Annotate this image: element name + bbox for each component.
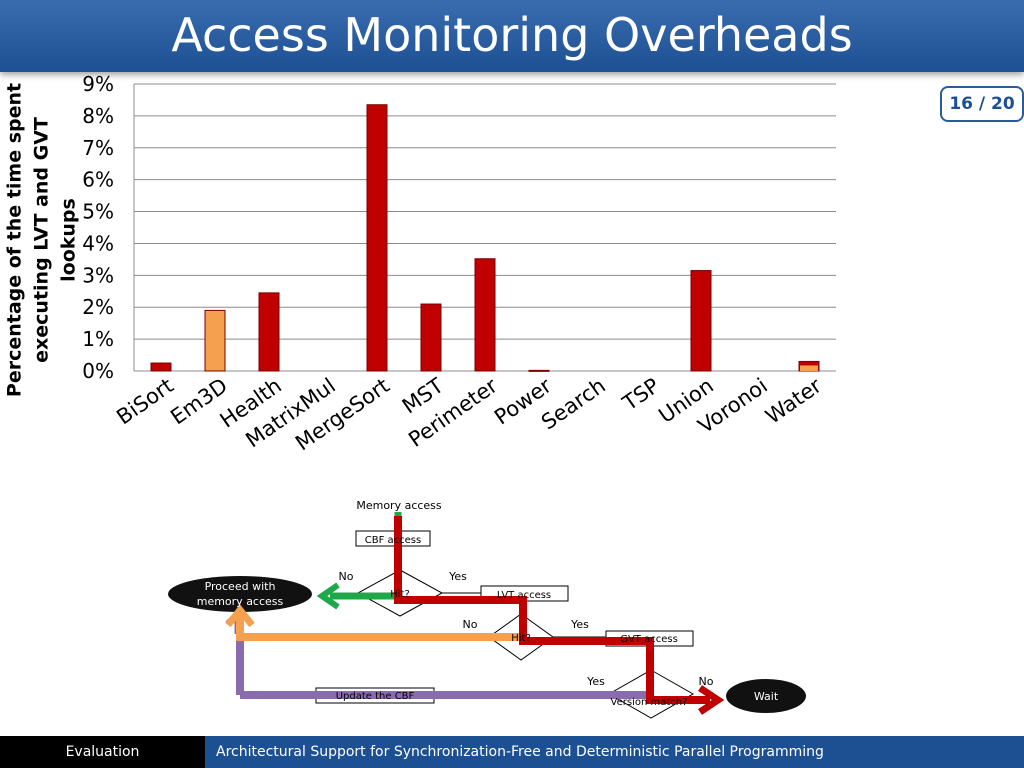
- footer: Evaluation Architectural Support for Syn…: [0, 736, 1024, 768]
- gvt-access-label: GVT access: [620, 634, 678, 645]
- y-tick-label: 6%: [82, 168, 114, 192]
- lvt-access-label: LVT access: [497, 590, 551, 601]
- yes-label-2: Yes: [570, 618, 589, 631]
- proceed-label-line-1: Proceed with: [205, 580, 276, 593]
- x-tick-label: Water: [761, 373, 826, 428]
- bar-mergesort: [366, 104, 388, 372]
- bar-health: [258, 292, 280, 372]
- orange-arrowhead: [225, 604, 255, 628]
- x-tick-label: BiSort: [112, 373, 178, 429]
- y-tick-label: 4%: [82, 231, 114, 255]
- update-cbf-label: Update the CBF: [336, 691, 415, 702]
- y-tick-label: 2%: [82, 295, 114, 319]
- no-label-3: No: [699, 675, 714, 688]
- green-arrowhead: [316, 582, 340, 610]
- yes-label-3: Yes: [586, 675, 605, 688]
- y-tick-label: 3%: [82, 263, 114, 287]
- wait-ellipse: [726, 679, 806, 713]
- bar-power: [528, 369, 550, 372]
- page-counter: 16 / 20: [940, 86, 1024, 122]
- y-tick-label: 9%: [82, 72, 114, 96]
- version-match-label: Version match?: [611, 697, 688, 708]
- footer-section: Evaluation: [0, 736, 205, 768]
- bar-em3d: [204, 309, 226, 372]
- cbf-access-box: [355, 530, 431, 547]
- no-label-2: No: [463, 618, 478, 631]
- yes-label-1: Yes: [448, 570, 467, 583]
- bar-bisort: [150, 362, 172, 372]
- y-tick-label: 8%: [82, 104, 114, 128]
- no-label-1: No: [339, 570, 354, 583]
- title-bar: Access Monitoring Overheads: [0, 0, 1024, 72]
- y-tick-label: 7%: [82, 136, 114, 160]
- y-tick-label: 5%: [82, 200, 114, 224]
- proceed-label-line-2: memory access: [197, 595, 284, 608]
- wait-label: Wait: [754, 690, 779, 703]
- memory-access-label: Memory access: [356, 499, 442, 512]
- flowchart: Memory access CBF access Hit? Hit? LVT a…: [168, 499, 806, 719]
- cbf-access-label: CBF access: [365, 535, 421, 546]
- y-tick-label: 0%: [82, 359, 114, 383]
- bar-union: [690, 270, 712, 372]
- y-tick-label: 1%: [82, 327, 114, 351]
- proceed-ellipse: [168, 576, 312, 612]
- orange-path: [236, 612, 520, 641]
- hit1-label: Hit?: [390, 589, 410, 600]
- slide-title: Access Monitoring Overheads: [171, 8, 853, 62]
- hit2-label: Hit?: [511, 633, 531, 644]
- red-path: [394, 516, 710, 704]
- bar-perimeter: [474, 258, 496, 372]
- footer-subtitle: Architectural Support for Synchronizatio…: [216, 744, 824, 760]
- bar-mst: [420, 303, 442, 372]
- bar-water-segment: [800, 365, 818, 371]
- red-arrowhead: [698, 685, 725, 715]
- bar-chart: 0%1%2%3%4%5%6%7%8%9%BiSortEm3DHealthMatr…: [82, 72, 836, 455]
